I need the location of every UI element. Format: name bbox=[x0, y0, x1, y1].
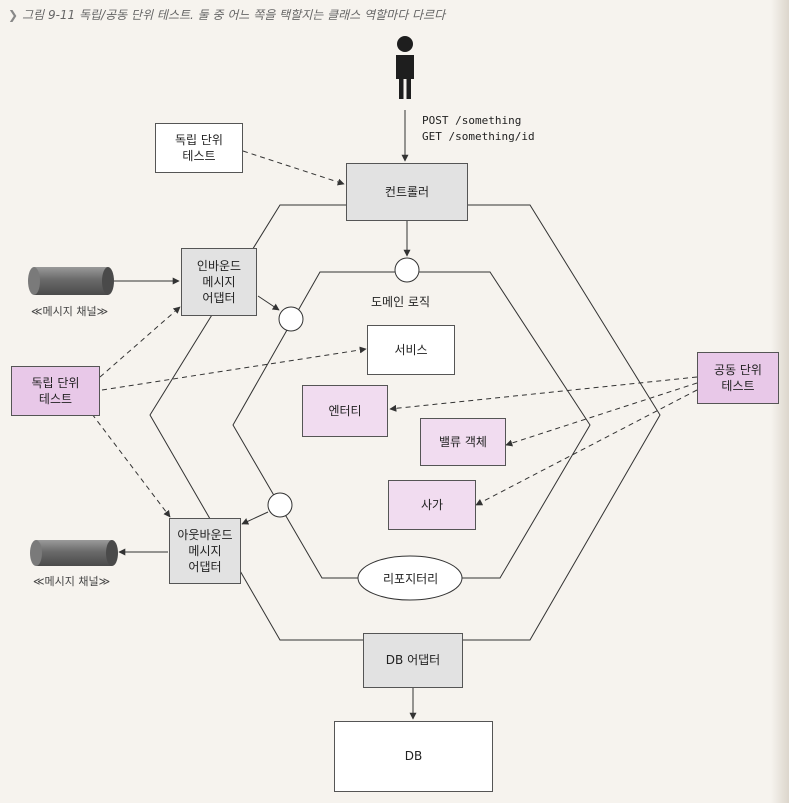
dashed-arrow-right-test-entity bbox=[389, 376, 698, 412]
arrow-port-outbound bbox=[241, 511, 269, 525]
outbound-adapter-box: 아웃바운드 메시지 어댑터 bbox=[169, 518, 241, 584]
sociable-test-right-box: 공동 단위 테스트 bbox=[697, 352, 779, 404]
db-box: DB bbox=[334, 721, 493, 792]
repository-shape bbox=[357, 555, 463, 601]
page-edge bbox=[771, 0, 789, 803]
domain-port-top bbox=[394, 257, 420, 283]
message-channel-in-shape bbox=[28, 267, 114, 295]
domain-port-outbound bbox=[267, 492, 293, 518]
http-request-labels: POST /something GET /something/id bbox=[422, 114, 535, 143]
domain-logic-label: 도메인 로직 bbox=[371, 295, 431, 309]
message-channel-out-label: ≪메시지 채널≫ bbox=[33, 575, 111, 588]
user-icon bbox=[396, 36, 414, 99]
dashed-arrow-top-test-controller bbox=[242, 150, 345, 186]
controller-box: 컨트롤러 bbox=[346, 163, 468, 221]
dashed-arrow-right-test-saga bbox=[475, 389, 698, 506]
outer-hexagon bbox=[149, 204, 661, 641]
domain-port-inbound bbox=[278, 306, 304, 332]
inbound-adapter-box: 인바운드 메시지 어댑터 bbox=[181, 248, 257, 316]
arrow-inbound-port bbox=[257, 295, 280, 311]
check-chevron-icon: ❯ bbox=[8, 7, 19, 22]
saga-box: 사가 bbox=[388, 480, 476, 530]
dashed-arrow-left-test-inbound bbox=[99, 306, 181, 378]
message-channel-in-label: ≪메시지 채널≫ bbox=[31, 305, 109, 318]
message-channel-out-shape bbox=[30, 540, 118, 566]
service-box: 서비스 bbox=[367, 325, 455, 375]
inner-hexagon bbox=[232, 271, 591, 579]
entity-box: 엔터티 bbox=[302, 385, 388, 437]
dashed-arrow-right-test-value bbox=[505, 382, 698, 447]
db-adapter-box: DB 어댑터 bbox=[363, 633, 463, 688]
caption-text: 그림 9-11 독립/공동 단위 테스트. 둘 중 어느 쪽을 택할지는 클래스… bbox=[22, 8, 446, 22]
dashed-arrow-left-test-service bbox=[101, 346, 367, 391]
figure-caption: ❯ 그림 9-11 독립/공동 단위 테스트. 둘 중 어느 쪽을 택할지는 클… bbox=[8, 6, 445, 23]
repository-label: 리포지터리 bbox=[383, 572, 439, 586]
solitary-test-left-box: 독립 단위 테스트 bbox=[11, 366, 100, 416]
value-object-box: 밸류 객체 bbox=[420, 418, 506, 466]
dashed-arrow-left-test-outbound bbox=[91, 413, 171, 518]
solitary-test-top-box: 독립 단위 테스트 bbox=[155, 123, 243, 173]
